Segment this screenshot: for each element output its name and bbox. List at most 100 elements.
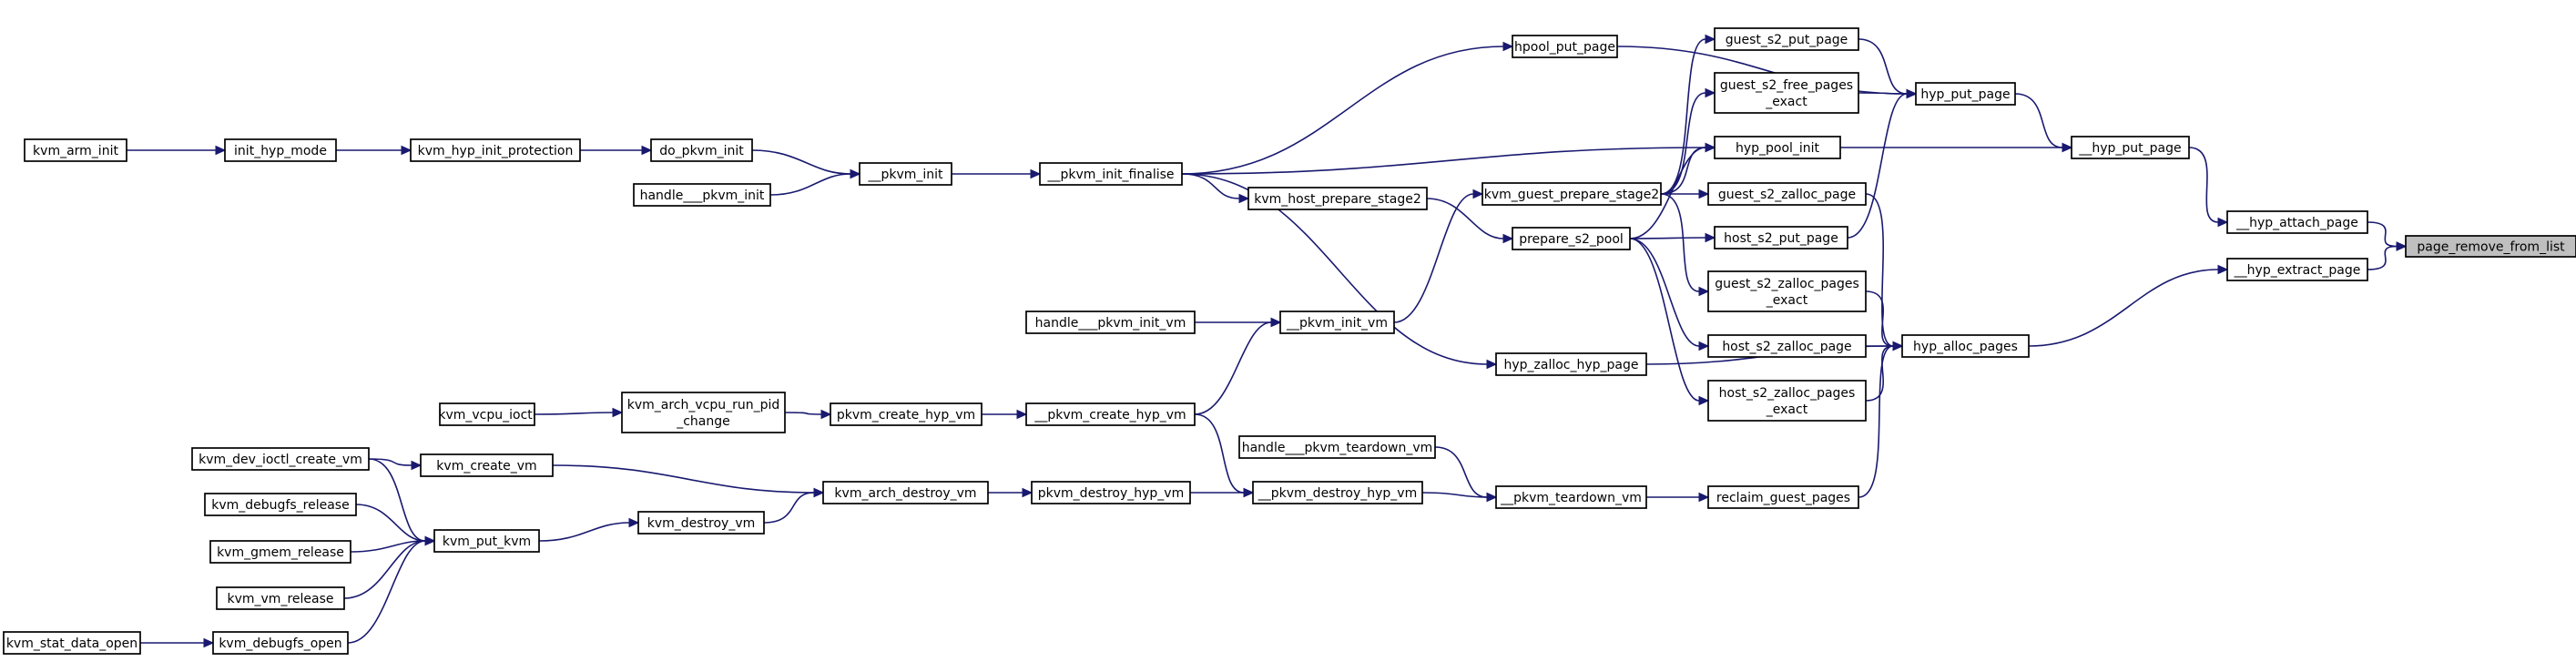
node-box [1707, 485, 1859, 509]
call-edge [538, 517, 640, 542]
node-reclaim-guest-pages[interactable]: reclaim_guest_pages [1707, 485, 1859, 509]
node-pkvm-init-finalise[interactable]: __pkvm_init_finalise [1039, 162, 1183, 186]
call-edge [368, 458, 423, 471]
node-box [3, 631, 141, 655]
node-kvm-arch-vcpu-run-pid-change[interactable]: kvm_arch_vcpu_run_pid_change [621, 392, 786, 433]
node-hyp-put-page-u[interactable]: __hyp_put_page [2071, 136, 2190, 159]
node-pkvm-create-hyp-vm-u[interactable]: __pkvm_create_hyp_vm [1025, 402, 1196, 426]
call-edge [1646, 492, 1710, 503]
edge-line [1865, 345, 1894, 402]
node-box [212, 631, 349, 655]
arrowhead-icon [401, 145, 412, 156]
node-box [1714, 72, 1859, 114]
node-handle-pkvm-init[interactable]: handle___pkvm_init [633, 183, 771, 207]
node-kvm-create-vm[interactable]: kvm_create_vm [420, 453, 554, 477]
node-hyp-put-page[interactable]: hyp_put_page [1915, 82, 2016, 106]
node-kvm-dev-ioctl-create-vm[interactable]: kvm_dev_ioctl_create_vm [191, 447, 370, 471]
node-label: kvm_host_prepare_stage2 [1254, 192, 1421, 207]
call-edge [769, 168, 861, 196]
node-do-pkvm-init[interactable]: do_pkvm_init [650, 138, 753, 162]
edge-line [1181, 173, 1488, 365]
node-kvm-gmem-release[interactable]: kvm_gmem_release [209, 540, 351, 564]
node-kvm-hyp-init-protection[interactable]: kvm_hyp_init_protection [410, 138, 581, 162]
arrowhead-icon [1502, 41, 1514, 52]
node-host-s2-put-page[interactable]: host_s2_put_page [1714, 226, 1848, 250]
node-kvm-host-prepare-stage2[interactable]: kvm_host_prepare_stage2 [1247, 187, 1428, 210]
node-label: guest_s2_put_page [1726, 33, 1848, 47]
edge-line [1858, 92, 1908, 95]
edge-line [763, 492, 815, 524]
node-label: _exact [1766, 293, 1808, 308]
node-host-s2-zalloc-pages-exact[interactable]: host_s2_zalloc_pages_exact [1707, 380, 1867, 422]
call-edge [1393, 188, 1484, 323]
node-hyp-attach-page[interactable]: __hyp_attach_page [2226, 210, 2368, 234]
node-kvm-debugfs-open[interactable]: kvm_debugfs_open [212, 631, 349, 655]
node-kvm-put-kvm[interactable]: kvm_put_kvm [433, 529, 540, 553]
node-hyp-extract-page[interactable]: __hyp_extract_page [2226, 258, 2368, 281]
node-pkvm-create-hyp-vm[interactable]: pkvm_create_hyp_vm [830, 402, 983, 426]
node-hyp-pool-init[interactable]: hyp_pool_init [1714, 136, 1841, 159]
arrowhead-icon [1016, 409, 1028, 420]
node-hyp-zalloc-hyp-page[interactable]: hyp_zalloc_hyp_page [1495, 352, 1647, 376]
node-host-s2-zalloc-page[interactable]: host_s2_zalloc_page [1707, 334, 1867, 358]
node-label: _change [676, 414, 730, 429]
node-handle-pkvm-teardown-vm[interactable]: handle___pkvm_teardown_vm [1238, 435, 1436, 459]
edge-line [1181, 147, 1706, 175]
arrowhead-icon [1705, 34, 1716, 45]
node-guest-s2-zalloc-pages-exact[interactable]: guest_s2_zalloc_pages_exact [1707, 270, 1867, 312]
node-guest-s2-free-pages-exact[interactable]: guest_s2_free_pages_exact [1714, 72, 1859, 114]
node-box [1707, 334, 1867, 358]
node-pkvm-teardown-vm[interactable]: __pkvm_teardown_vm [1495, 485, 1647, 509]
call-edge [1629, 232, 1716, 243]
call-edge [1858, 38, 1918, 99]
edge-line [355, 504, 426, 542]
node-box [1714, 226, 1848, 250]
node-box [1714, 27, 1859, 51]
node-guest-s2-zalloc-page[interactable]: guest_s2_zalloc_page [1707, 182, 1867, 206]
edge-line [1629, 238, 1700, 402]
node-kvm-destroy-vm[interactable]: kvm_destroy_vm [637, 511, 765, 535]
call-edge [1660, 87, 1716, 195]
edge-line [1858, 38, 1908, 95]
node-kvm-arm-init[interactable]: kvm_arm_init [24, 138, 127, 162]
node-pkvm-init[interactable]: __pkvm_init [859, 162, 952, 186]
edge-line [1660, 193, 1700, 292]
call-edge [1181, 41, 1514, 175]
arrowhead-icon [1472, 188, 1484, 199]
node-kvm-debugfs-release[interactable]: kvm_debugfs_release [204, 493, 357, 516]
node-kvm-stat-data-open[interactable]: kvm_stat_data_open [3, 631, 141, 655]
node-label: do_pkvm_init [659, 144, 744, 158]
node-box [2226, 210, 2368, 234]
call-edge [140, 637, 215, 648]
node-hpool-put-page[interactable]: hpool_put_page [1512, 35, 1618, 58]
node-label: handle___pkvm_init_vm [1035, 316, 1186, 331]
node-kvm-arch-destroy-vm[interactable]: kvm_arch_destroy_vm [822, 481, 989, 504]
arrowhead-icon [1243, 487, 1255, 498]
node-guest-s2-put-page[interactable]: guest_s2_put_page [1714, 27, 1859, 51]
node-hyp-alloc-pages[interactable]: hyp_alloc_pages [1901, 334, 2030, 358]
call-edge [1660, 193, 1710, 297]
node-init-hyp-mode[interactable]: init_hyp_mode [224, 138, 337, 162]
edge-line [1393, 193, 1474, 323]
node-label: host_s2_put_page [1724, 231, 1838, 246]
node-label: hyp_put_page [1920, 87, 2010, 102]
node-pkvm-destroy-hyp-vm[interactable]: pkvm_destroy_hyp_vm [1031, 481, 1191, 504]
node-kvm-vm-release[interactable]: kvm_vm_release [216, 586, 345, 610]
function-nodes: page_remove_from_list __hyp_attach_page __… [3, 27, 2576, 655]
call-edge [763, 487, 825, 524]
node-pkvm-destroy-hyp-vm-u[interactable]: __pkvm_destroy_hyp_vm [1252, 481, 1423, 504]
node-page-remove-from-list[interactable]: page_remove_from_list [2405, 235, 2576, 258]
node-kvm-vcpu-ioctl[interactable]: kvm_vcpu_ioctl [438, 402, 536, 426]
call-edges [127, 34, 2408, 648]
node-label: kvm_arm_init [33, 144, 118, 158]
edge-line [1858, 345, 1894, 498]
node-label: page_remove_from_list [2417, 240, 2565, 255]
node-box [1279, 311, 1395, 334]
node-kvm-guest-prepare-stage2[interactable]: kvm_guest_prepare_stage2 [1481, 182, 1662, 206]
node-pkvm-init-vm[interactable]: __pkvm_init_vm [1279, 311, 1395, 334]
edge-line [552, 464, 815, 494]
edge-line [2014, 93, 2063, 148]
node-handle-pkvm-init-vm[interactable]: handle___pkvm_init_vm [1025, 311, 1196, 334]
node-label: __hyp_put_page [2078, 141, 2181, 156]
node-prepare-s2-pool[interactable]: prepare_s2_pool [1512, 227, 1631, 250]
